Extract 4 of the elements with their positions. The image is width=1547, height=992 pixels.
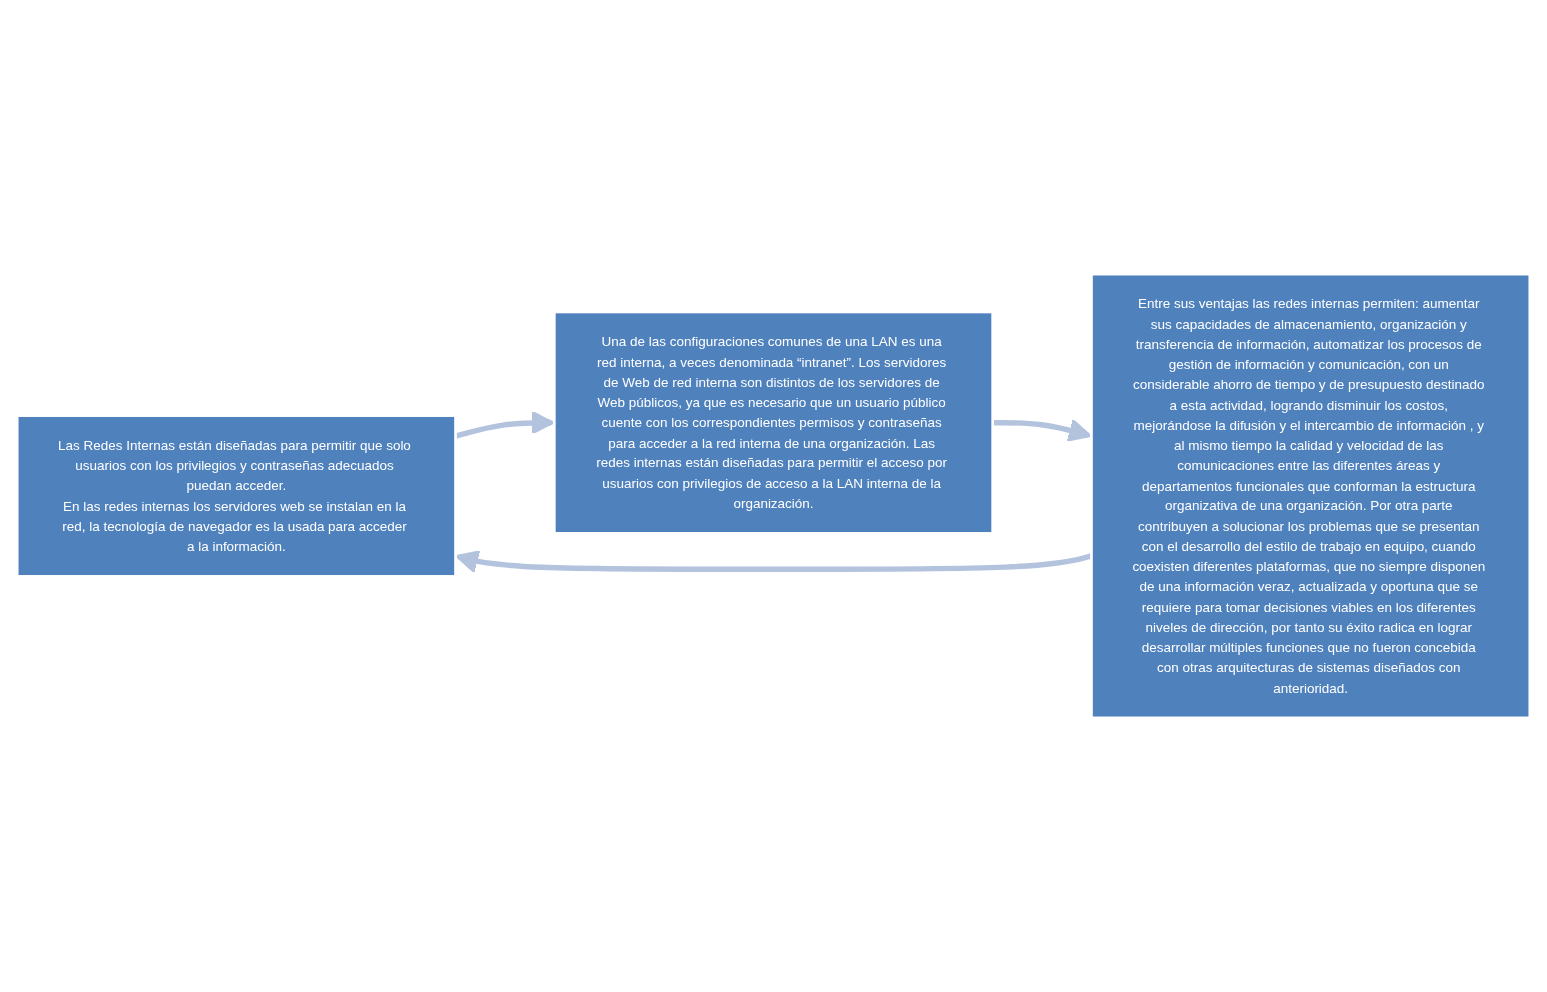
arrow xyxy=(992,418,1092,442)
node-box: Las Redes Internas están diseñadas para permitir que solo usuarios con los privilegios y contraseñas adecuados puedan acceder. En las redes internas los servidores web se instalan en la red, la tecnología de navegador es la usada para acceder a la información. xyxy=(15,414,457,578)
node-box: Una de las configuraciones comunes de una LAN es una red interna, a veces denominada “intranet”. Los servidores de Web de red interna son distintos de los servidores de Web públicos, ya que es necesario que un usuario público cuente con los correspondientes permisos y contraseñas para acceder a la red interna de una organización. Las redes internas están diseñadas para permitir el acceso por usuarios con privilegios de acceso a la LAN interna de la organización. xyxy=(553,310,994,535)
node-box: Entre sus ventajas las redes internas permiten: aumentar sus capacidades de almacenamiento, organización y transferencia de información, automatizar los procesos de gestión de información y comunicación, con un considerable ahorro de tiempo y de presupuesto destinado a esta actividad, logrando disminuir los costos, mejorándose la difusión y el intercambio de información , y al mismo tiempo la calidad y velocidad de las comunicaciones entre las diferentes áreas y departamentos funcionales que conforman la estructura organizativa de una organización. Por otra parte contribuyen a solucionar los problemas que se presentan con el desarrollo del estilo de trabajo en equipo, cuando coexisten diferentes plataformas, que no siempre disponen de una información veraz, actualizada y oportuna que se requiere para tomar decisiones viables en los diferentes niveles de dirección, por tanto su éxito radica en lograr desarrollar múltiples funciones que no fueron concebida con otras arquitecturas de sistemas diseñados con anterioridad. xyxy=(1090,272,1532,720)
